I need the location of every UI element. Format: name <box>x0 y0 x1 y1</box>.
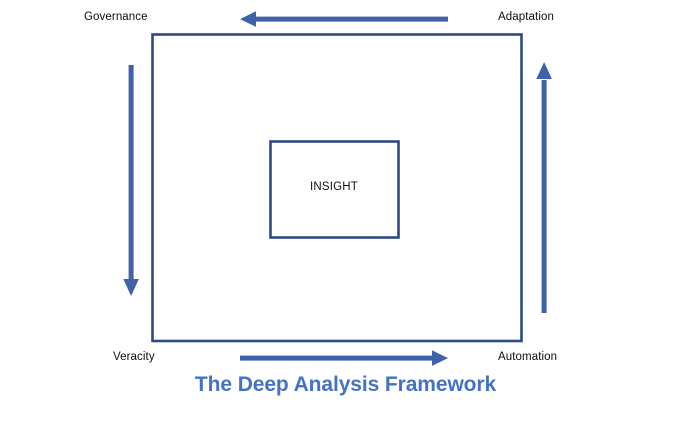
left-arrow-down-icon <box>123 65 139 296</box>
corner-label-governance: Governance <box>84 11 148 23</box>
diagram-title: The Deep Analysis Framework <box>194 373 497 396</box>
bottom-arrow-right-icon <box>240 350 448 366</box>
outer-frame-rectangle <box>151 33 523 343</box>
corner-label-veracity: Veracity <box>113 351 155 363</box>
corner-label-adaptation: Adaptation <box>498 11 554 23</box>
right-arrow-up-icon <box>536 62 552 313</box>
corner-label-automation: Automation <box>498 351 558 363</box>
top-arrow-left-icon <box>240 11 448 27</box>
insight-box-label: INSIGHT <box>309 181 359 193</box>
insight-box <box>269 140 400 239</box>
